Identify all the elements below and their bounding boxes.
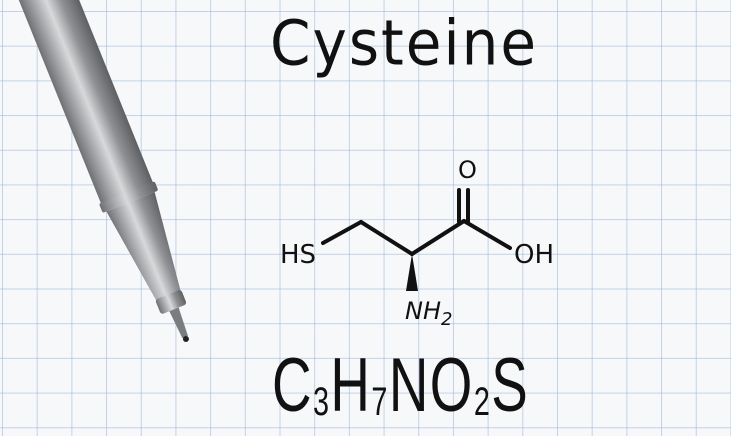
wedge-bond [406, 254, 418, 291]
formula-n: N [388, 343, 430, 428]
formula-h: H [330, 343, 372, 428]
title-cysteine: Cysteine [270, 6, 539, 80]
label-nh2: NH2 [405, 297, 452, 330]
molecular-formula: C3H7NO2S [272, 348, 529, 424]
formula-o-count: 2 [473, 380, 492, 424]
formula-c-count: 3 [312, 380, 331, 424]
label-hs: HS [280, 240, 316, 270]
label-o: O [458, 156, 477, 184]
formula-c: C [272, 343, 313, 428]
label-nh-subscript: 2 [441, 309, 452, 330]
formula-o: O [429, 343, 474, 428]
formula-s: S [491, 343, 530, 428]
formula-h-count: 7 [371, 380, 389, 424]
label-oh: OH [514, 240, 554, 270]
label-nh: NH [405, 297, 441, 325]
